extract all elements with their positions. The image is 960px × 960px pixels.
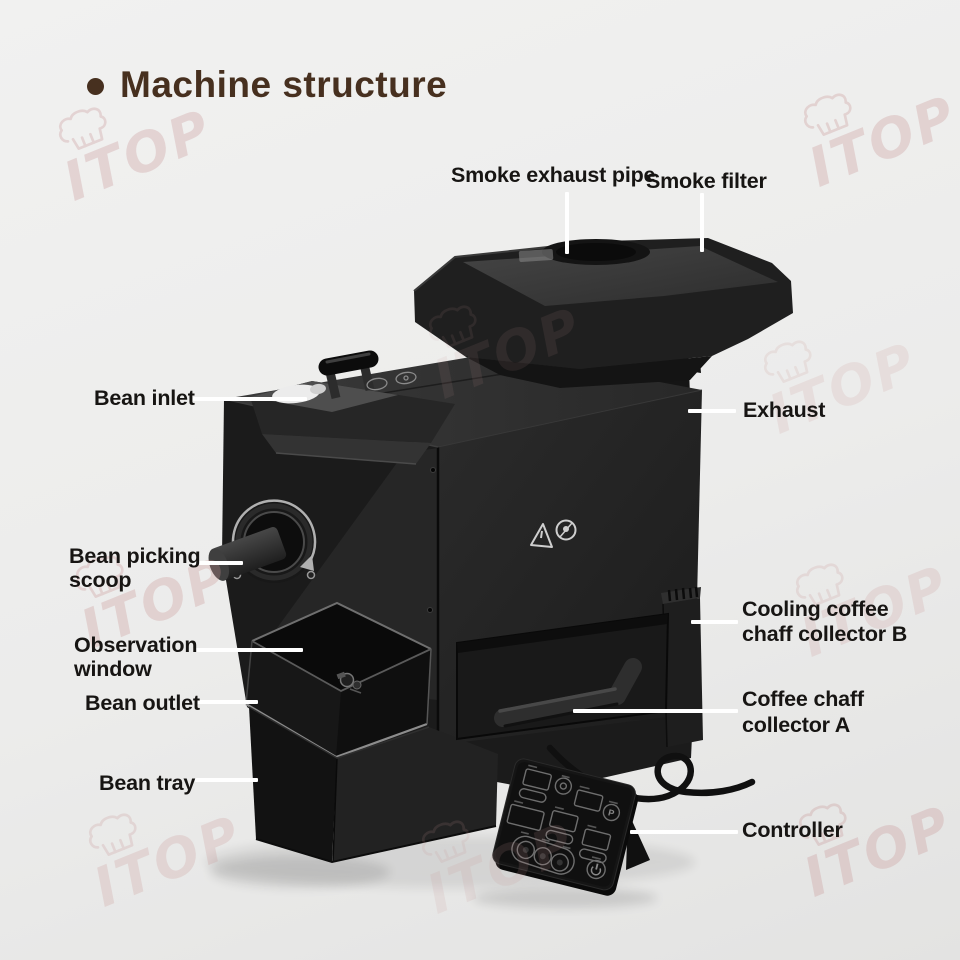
title-bullet-icon (87, 78, 104, 95)
controller-buttons (506, 768, 621, 880)
label-bean-tray: Bean tray (99, 771, 196, 795)
leader-bean-tray (195, 778, 258, 782)
leader-controller (630, 830, 738, 834)
carry-handle (318, 350, 379, 400)
controller-panel: P (492, 758, 650, 896)
controller-kickstand (626, 812, 650, 870)
label-controller: Controller (742, 818, 843, 842)
label-bean-inlet: Bean inlet (94, 386, 195, 410)
leader-bean-outlet (196, 700, 258, 704)
warning-triangle-icon (530, 523, 553, 548)
smoke-exhaust-pipe-vent (518, 239, 650, 265)
drawer-handle (494, 658, 642, 728)
controller-p-glyph: P (607, 807, 615, 818)
page-title: Machine structure (87, 64, 447, 106)
power-button-icon (586, 859, 606, 880)
observation-window (245, 601, 432, 759)
leader-exhaust (688, 409, 736, 413)
leader-bean-inlet (193, 397, 307, 401)
smoke-filter (413, 238, 793, 388)
warning-icons (530, 519, 577, 548)
leader-smoke-filter (700, 193, 704, 252)
label-bean-outlet: Bean outlet (85, 691, 200, 715)
label-smoke-exhaust-pipe: Smoke exhaust pipe (451, 163, 656, 187)
bean-picking-scoop (208, 499, 317, 583)
leader-cooling-chaff-collector-b (691, 620, 738, 624)
hot-surface-icon (555, 519, 577, 541)
window-latch (336, 671, 362, 694)
label-coffee-chaff-collector-a: Coffee chaff collector A (742, 687, 864, 737)
label-bean-picking-scoop: Bean picking scoop (69, 544, 201, 592)
label-exhaust: Exhaust (743, 398, 826, 422)
leader-observation-window (193, 648, 303, 652)
page-title-text: Machine structure (120, 64, 448, 105)
label-cooling-chaff-collector-b: Cooling coffee chaff collector B (742, 597, 908, 646)
leader-smoke-exhaust-pipe (565, 192, 569, 254)
label-observation-window: Observation window (74, 633, 198, 681)
controller-micro-labels (514, 764, 618, 860)
leader-coffee-chaff-collector-a (573, 709, 738, 713)
leader-bean-picking-scoop (193, 561, 243, 565)
label-smoke-filter: Smoke filter (646, 169, 767, 193)
top-face-icons (366, 371, 417, 391)
chaff-collector-a (456, 612, 670, 741)
